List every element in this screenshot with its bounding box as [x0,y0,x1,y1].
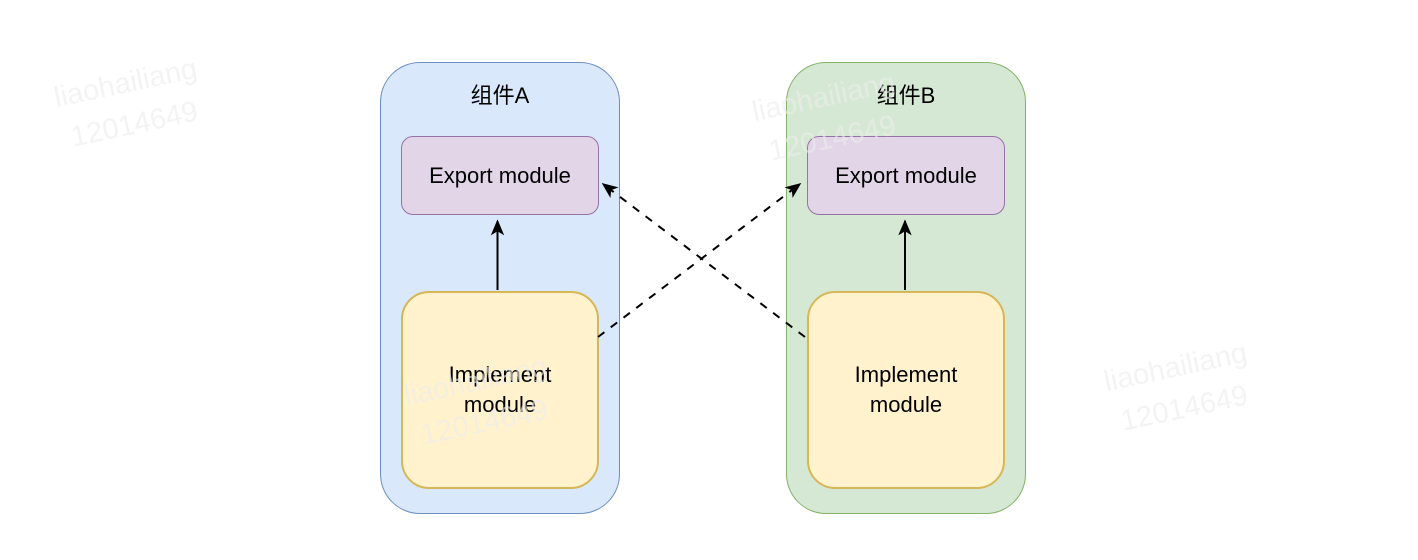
component-b-implement-module: Implement module [807,291,1005,489]
watermark-line1: liaohailiang [1101,336,1250,399]
component-a-title: 组件A [470,83,530,108]
component-a: 组件A Export module Implement module [380,62,620,514]
component-b: 组件B Export module Implement module [786,62,1026,514]
watermark-line2: 12014649 [1117,379,1251,438]
component-b-export-label: Export module [835,162,977,188]
component-b-implement-label: Implement module [854,362,958,417]
watermark: liaohailiang 12014649 [33,44,227,164]
watermark-line1: liaohailiang [51,52,200,115]
component-b-export-module: Export module [807,136,1005,215]
component-a-implement-module: Implement module [401,291,599,489]
watermark: liaohailiang 12014649 [1083,328,1277,448]
component-a-implement-label: Implement module [448,362,552,417]
watermark-line2: 12014649 [67,95,201,154]
edge-a-implement-to-b-export [597,183,802,338]
edge-b-implement-to-a-export [601,183,806,338]
component-b-title: 组件B [876,83,936,108]
component-a-export-label: Export module [429,162,571,188]
component-a-export-module: Export module [401,136,599,215]
